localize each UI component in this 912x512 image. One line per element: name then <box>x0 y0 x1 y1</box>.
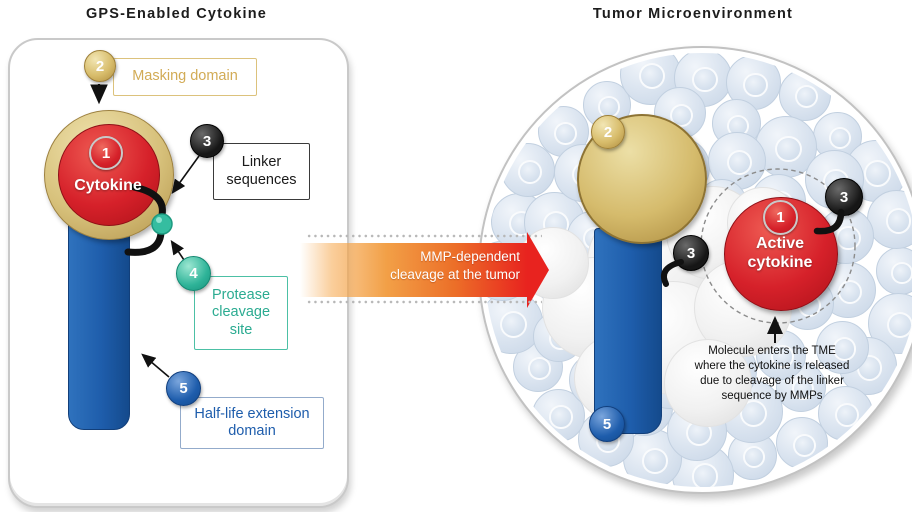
tumor-cell-nucleus <box>743 72 768 97</box>
tme-caption-line-2: where the cytokine is released <box>694 360 850 372</box>
tumor-cell <box>817 385 873 441</box>
protease-text-3: site <box>229 321 253 338</box>
tumor-cell-nucleus <box>832 337 856 361</box>
tumor-cell-nucleus <box>836 225 861 251</box>
tumor-cell-nucleus <box>837 279 863 305</box>
mmp-arrow-text-1: MMP-dependent <box>420 249 520 264</box>
halflife-text-2: domain <box>228 423 276 439</box>
tumor-cell-nucleus <box>885 208 912 234</box>
protease-cleavage-label: Protease cleavage site <box>194 276 288 350</box>
active-cytokine-text-1: Active <box>755 235 805 252</box>
left-title: GPS-Enabled Cytokine <box>85 6 268 22</box>
masking-number-badge: 2 <box>84 50 116 82</box>
tumor-cell <box>776 362 827 413</box>
tumor-cell-nucleus <box>554 122 577 145</box>
tumor-cells-layer <box>485 53 912 487</box>
stroma-cell <box>664 339 752 427</box>
protease-number-badge: 4 <box>176 256 211 291</box>
protease-text-2: cleavage <box>211 304 271 321</box>
tme-caption: Molecule enters the TME where the cytoki… <box>656 344 888 404</box>
linker-text-1: Linker <box>241 154 282 170</box>
tme-caption-line-3: due to cleavage of the linker <box>700 375 844 387</box>
tme-masking-number-badge: 2 <box>591 115 625 149</box>
tumor-cell-nucleus <box>691 463 719 487</box>
active-cytokine-text-2: cytokine <box>747 254 813 271</box>
tme-halflife-number-badge: 5 <box>589 406 625 442</box>
tumor-cell-nucleus <box>864 159 891 187</box>
tumor-cell-nucleus <box>828 127 851 150</box>
tumor-cell <box>876 247 912 295</box>
cytokine-number-badge: 1 <box>89 136 123 170</box>
tumor-cell-nucleus <box>887 312 912 339</box>
mmp-arrow-body <box>300 243 527 297</box>
tumor-cell-nucleus <box>792 433 816 457</box>
tumor-cell-nucleus <box>518 160 542 184</box>
tme-caption-line-4: sequence by MMPs <box>721 390 823 402</box>
tumor-cell-nucleus <box>795 85 819 109</box>
tumor-cell-nucleus <box>641 447 668 474</box>
tumor-cell <box>778 68 831 121</box>
tumor-cell <box>501 143 556 197</box>
tme-caption-line-1: Molecule enters the TME <box>708 345 836 357</box>
tumor-cell-nucleus <box>743 446 766 469</box>
tumor-cell <box>719 379 783 443</box>
tumor-cell-nucleus <box>638 62 666 90</box>
mmp-arrow-head <box>527 232 549 308</box>
tumor-cell-nucleus <box>500 310 528 338</box>
cytokine-label: Cytokine <box>74 177 142 194</box>
tme-linker-number-badge-left: 3 <box>673 235 709 271</box>
linker-text-2: sequences <box>226 171 297 188</box>
tumor-cell <box>815 320 869 374</box>
arrow-dots-bottom <box>306 300 542 304</box>
tumor-cell-nucleus <box>771 345 794 368</box>
tumor-cell-nucleus <box>670 103 694 127</box>
tumor-cell-nucleus <box>528 357 551 380</box>
tumor-cell-nucleus <box>726 149 752 176</box>
halflife-extension-label: Half-life extension domain <box>180 397 324 449</box>
halflife-number-badge: 5 <box>166 371 201 406</box>
mmp-arrow-text-2: cleavage at the tumor <box>390 267 520 282</box>
halflife-text-1: Half-life extension <box>194 405 310 422</box>
right-title: Tumor Microenvironment <box>592 6 794 22</box>
tumor-cell-nucleus <box>792 378 815 401</box>
tme-linker-number-badge-right: 3 <box>825 178 863 216</box>
tumor-cell-nucleus <box>774 135 802 163</box>
tumor-cell <box>776 417 829 469</box>
active-cytokine-label: Active cytokine <box>724 234 836 272</box>
tumor-cell-nucleus <box>835 403 860 428</box>
tumor-cell-nucleus <box>549 405 573 429</box>
masking-domain-label: Masking domain <box>113 58 257 96</box>
protease-text-1: Protease <box>211 286 271 303</box>
linker-number-badge: 3 <box>190 124 224 158</box>
arrow-dots-top <box>306 234 542 238</box>
active-cytokine-number-badge: 1 <box>763 200 798 235</box>
linker-sequences-label: Linker sequences <box>213 143 310 200</box>
mmp-arrow-label: MMP-dependent cleavage at the tumor <box>322 248 520 284</box>
tumor-cell-nucleus <box>891 262 912 284</box>
tumor-cell-nucleus <box>692 67 718 93</box>
masking-domain-text: Masking domain <box>132 68 238 85</box>
tme-halflife-stem <box>594 228 662 434</box>
